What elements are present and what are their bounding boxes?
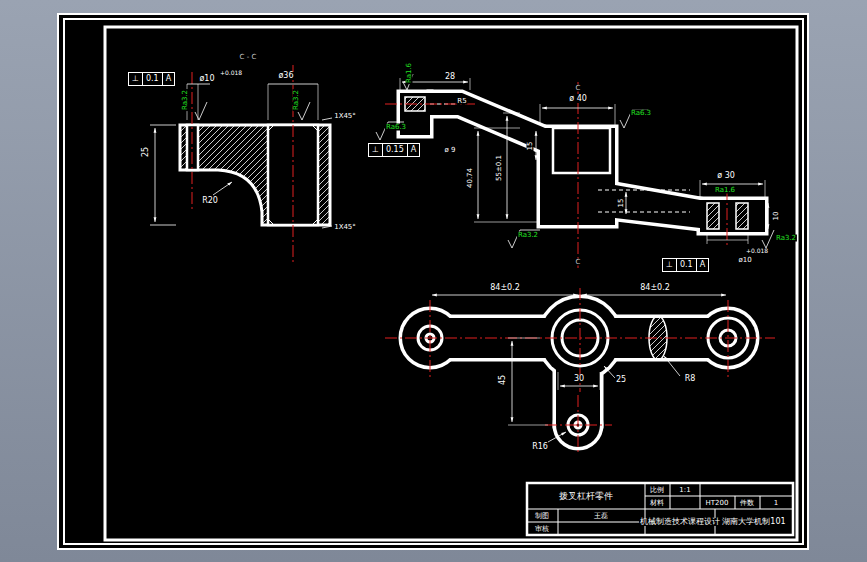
- dimension-text: 1X45°: [333, 113, 357, 120]
- dimension-text: +0.018: [745, 248, 769, 254]
- title-block-cell: 制图: [534, 513, 550, 520]
- frame-cell: A: [407, 144, 419, 156]
- roughness-mark: Ra6.3: [385, 124, 407, 131]
- dimension-text: +0.018: [219, 70, 243, 76]
- roughness-mark: Ra1.6: [714, 187, 736, 194]
- title-block-cell: 湖南大学机制101: [721, 518, 786, 526]
- feature-control-frame: ⊥0.1A: [128, 72, 175, 86]
- roughness-mark: Ra6.3: [630, 110, 652, 117]
- dimension-text: ø10: [198, 75, 215, 83]
- dimension-text: C - C: [239, 54, 258, 61]
- dimension-text: ø 30: [716, 172, 736, 180]
- frame-cell: 0.1: [676, 259, 696, 271]
- dimension-text: 25: [615, 376, 627, 384]
- dimension-text: 55±0.1: [496, 154, 503, 182]
- title-block-cell: 王磊: [593, 513, 609, 520]
- dimension-text: ø 40: [568, 95, 588, 103]
- title-block-cell: 比例: [649, 487, 665, 494]
- sheet-frame: [58, 14, 808, 549]
- top-view: [385, 288, 775, 455]
- roughness-mark: Ra3.2: [293, 89, 300, 111]
- feature-control-frame: ⊥0.1A: [662, 258, 709, 272]
- frame-cell: A: [696, 259, 708, 271]
- dimension-text: 10: [773, 211, 780, 222]
- dimension-text: 15: [618, 198, 625, 209]
- dimension-text: 1X45°: [333, 224, 357, 231]
- dimension-text: R20: [201, 197, 219, 205]
- roughness-mark: Ra3.2: [775, 235, 797, 242]
- title-block-cell: 审核: [534, 526, 550, 533]
- title-block-cell: 件数: [739, 500, 755, 507]
- dimension-text: ø10: [737, 257, 752, 264]
- title-block-cell: 材料: [649, 500, 665, 507]
- title-block-cell: HT200: [705, 500, 730, 507]
- front-view: [376, 74, 774, 268]
- dimension-text: C: [575, 259, 582, 266]
- dimension-text: 84±0.2: [639, 284, 671, 292]
- dimension-text: 15: [527, 141, 534, 152]
- section-view: [150, 65, 332, 262]
- frame-cell: ⊥: [129, 73, 142, 85]
- roughness-mark: Ra3.2: [182, 89, 189, 111]
- dimension-text: R5: [456, 98, 467, 105]
- title-block-cell: 1: [773, 500, 779, 507]
- dimension-text: 40.74: [467, 167, 474, 189]
- dimension-text: 25: [142, 146, 150, 158]
- frame-cell: 0.1: [142, 73, 162, 85]
- feature-control-frame: ⊥0.15A: [368, 143, 420, 157]
- dimension-text: C: [575, 85, 582, 92]
- dimension-text: R16: [531, 443, 549, 451]
- dimension-text: ø 9: [444, 147, 457, 154]
- dimension-text: 30: [573, 375, 585, 383]
- title-block-cell: 机械制造技术课程设计: [639, 518, 721, 526]
- roughness-mark: Ra1.6: [406, 62, 413, 84]
- frame-cell: ⊥: [369, 144, 382, 156]
- roughness-mark: Ra3.2: [517, 232, 539, 239]
- title-block-cell: 1:1: [678, 487, 691, 494]
- frame-cell: ⊥: [663, 259, 676, 271]
- dimension-text: 45: [499, 374, 507, 386]
- frame-cell: 0.15: [382, 144, 407, 156]
- title-block: [527, 483, 793, 535]
- dimension-text: 84±0.2: [489, 284, 521, 292]
- dimension-text: 28: [444, 73, 456, 81]
- frame-cell: A: [162, 73, 174, 85]
- dimension-text: ø36: [277, 72, 294, 80]
- title-block-cell: 拨叉杠杆零件: [558, 492, 614, 501]
- dimension-text: R8: [684, 375, 697, 383]
